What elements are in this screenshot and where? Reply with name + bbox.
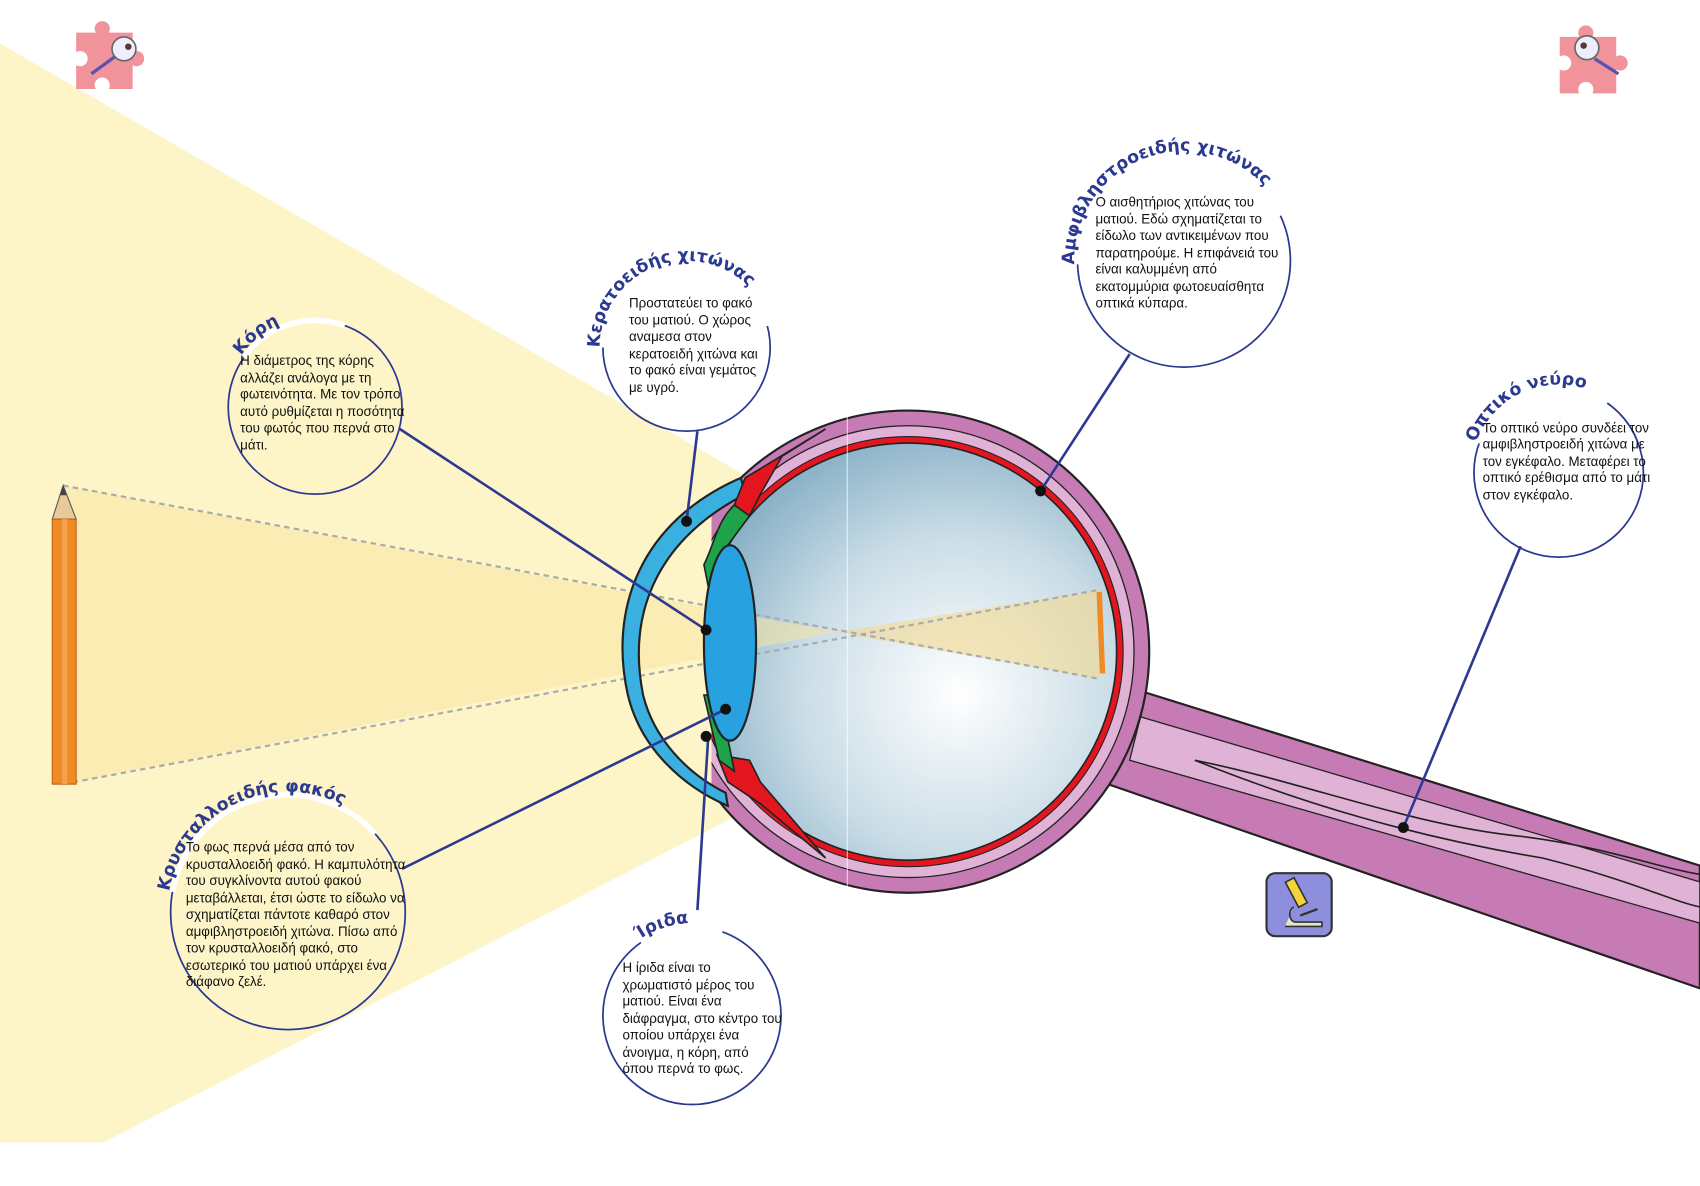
crystalline-lens xyxy=(702,544,758,742)
puzzle-magnifier-icon xyxy=(1559,25,1628,94)
eyeball xyxy=(711,401,1151,897)
optic-nerve xyxy=(1106,682,1700,990)
callout-description: Ο αισθητήριος χιτώνας του ματιού. Εδώ σχ… xyxy=(1095,194,1279,311)
light-rays xyxy=(62,484,1100,786)
cornea xyxy=(621,476,747,808)
svg-text:Ίριδα: Ίριδα xyxy=(630,908,689,944)
retinal-image xyxy=(1096,591,1106,674)
callout-description: Το οπτικό νεύρο συνδέει τον αμφιβληστροε… xyxy=(1482,419,1651,503)
callout-description: Η ίριδα είναι το χρωματιστό μέρος του μα… xyxy=(622,960,782,1077)
callout-description: Το φως περνά μέσα από τον κρυσταλλοειδή … xyxy=(185,839,406,990)
callout-iris: Ίριδα Η ίριδα είναι το χρωματιστό μέρος τ… xyxy=(602,908,782,1106)
callout-description: Προστατεύει το φακό του ματιού. Ο χώρος … xyxy=(628,295,758,396)
callout-description: Η διάμετρος της κόρης αλλάζει ανάλογα με… xyxy=(240,353,405,453)
vitreous-body xyxy=(711,442,1118,861)
ciliary-body-bottom xyxy=(715,753,827,859)
puzzle-magnifier-icon xyxy=(76,21,145,90)
microscope-icon xyxy=(1265,872,1333,938)
pencil xyxy=(51,483,77,785)
leader-lines xyxy=(399,353,1522,911)
callout-title: Ίριδα xyxy=(630,908,689,944)
